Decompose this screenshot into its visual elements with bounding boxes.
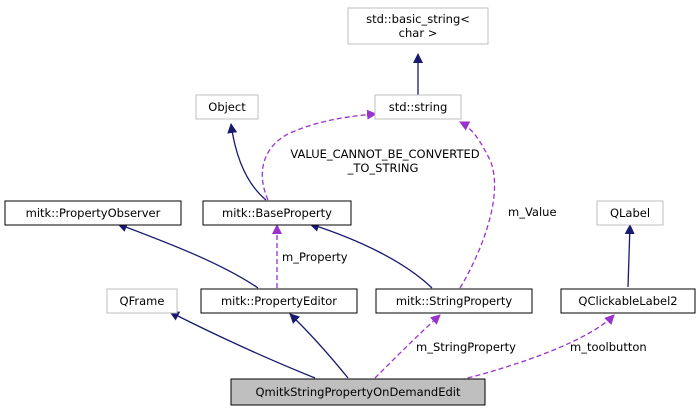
base-property-label-line1: mitk::BaseProperty — [222, 206, 332, 220]
qframe-label-line1: QFrame — [120, 294, 165, 308]
focus-class-label-line1: QmitkStringPropertyOnDemandEdit — [256, 385, 461, 399]
qframe-box — [106, 288, 178, 314]
edge-qclickable-to-qlabel — [624, 224, 635, 288]
edge-label-value-cannot-be-converted-line1: VALUE_CANNOT_BE_CONVERTED — [290, 147, 479, 161]
qlabel-box — [596, 200, 664, 226]
edge-label-m-value: m_Value — [508, 205, 557, 219]
qlabel-label-line1: QLabel — [610, 206, 650, 220]
edge-label-m-string-property: m_StringProperty — [416, 340, 516, 354]
class-node-string-property[interactable]: mitk::StringProperty — [375, 288, 533, 314]
edge-label-m-property: m_Property — [282, 250, 348, 264]
edge-focus-uses-string-property — [374, 314, 441, 379]
edge-focus-uses-qclickable — [459, 314, 615, 381]
qclickable-label2-label-line1: QClickableLabel2 — [578, 294, 677, 308]
basic-string-label-line1: std::basic_string< — [366, 12, 470, 26]
class-node-property-observer[interactable]: mitk::PropertyObserver — [4, 200, 182, 226]
basic-string-box — [347, 7, 489, 45]
string-property-box — [375, 288, 533, 314]
edge-labels: VALUE_CANNOT_BE_CONVERTED _TO_STRING m_V… — [282, 147, 647, 354]
string-property-label-line1: mitk::StringProperty — [396, 294, 512, 308]
property-observer-box — [4, 200, 182, 226]
edge-label-value-cannot-be-converted-line2: _TO_STRING — [347, 161, 419, 175]
object-label-line1: Object — [208, 100, 246, 114]
edge-base-property-uses-std-string — [261, 109, 377, 201]
basic-string-label-line2: char > — [399, 26, 438, 40]
std-string-box — [374, 94, 462, 120]
edge-label-m-toolbutton: m_toolbutton — [570, 340, 647, 354]
focus-class-box — [230, 378, 486, 406]
qclickable-label2-box — [560, 288, 696, 314]
std-string-label-line1: std::string — [389, 100, 448, 114]
class-node-qframe[interactable]: QFrame — [106, 288, 178, 314]
base-property-box — [202, 200, 352, 226]
usage-edges — [261, 109, 615, 381]
edge-string-property-uses-std-string — [459, 121, 496, 289]
class-node-qclickable-label2[interactable]: QClickableLabel2 — [560, 288, 696, 314]
class-node-basic-string[interactable]: std::basic_string<char > — [347, 7, 489, 45]
property-editor-label-line1: mitk::PropertyEditor — [221, 294, 337, 308]
edge-focus-to-property-editor — [289, 313, 349, 379]
edge-base-property-to-object — [227, 123, 267, 201]
edge-string-property-to-base-property — [309, 221, 433, 289]
class-node-std-string[interactable]: std::string — [374, 94, 462, 120]
class-node-property-editor[interactable]: mitk::PropertyEditor — [200, 288, 358, 314]
property-editor-box — [200, 288, 358, 314]
class-node-qlabel[interactable]: QLabel — [596, 200, 664, 226]
class-node-object[interactable]: Object — [195, 94, 259, 120]
property-observer-label-line1: mitk::PropertyObserver — [26, 206, 161, 220]
class-node-base-property[interactable]: mitk::BaseProperty — [202, 200, 352, 226]
object-box — [195, 94, 259, 120]
edge-property-editor-to-property-observer — [117, 222, 259, 289]
inheritance-edges — [117, 53, 635, 379]
class-node-focus-qmitk-string-property-on-demand-edit[interactable]: QmitkStringPropertyOnDemandEdit — [230, 378, 486, 406]
edge-focus-to-qframe — [169, 311, 316, 379]
